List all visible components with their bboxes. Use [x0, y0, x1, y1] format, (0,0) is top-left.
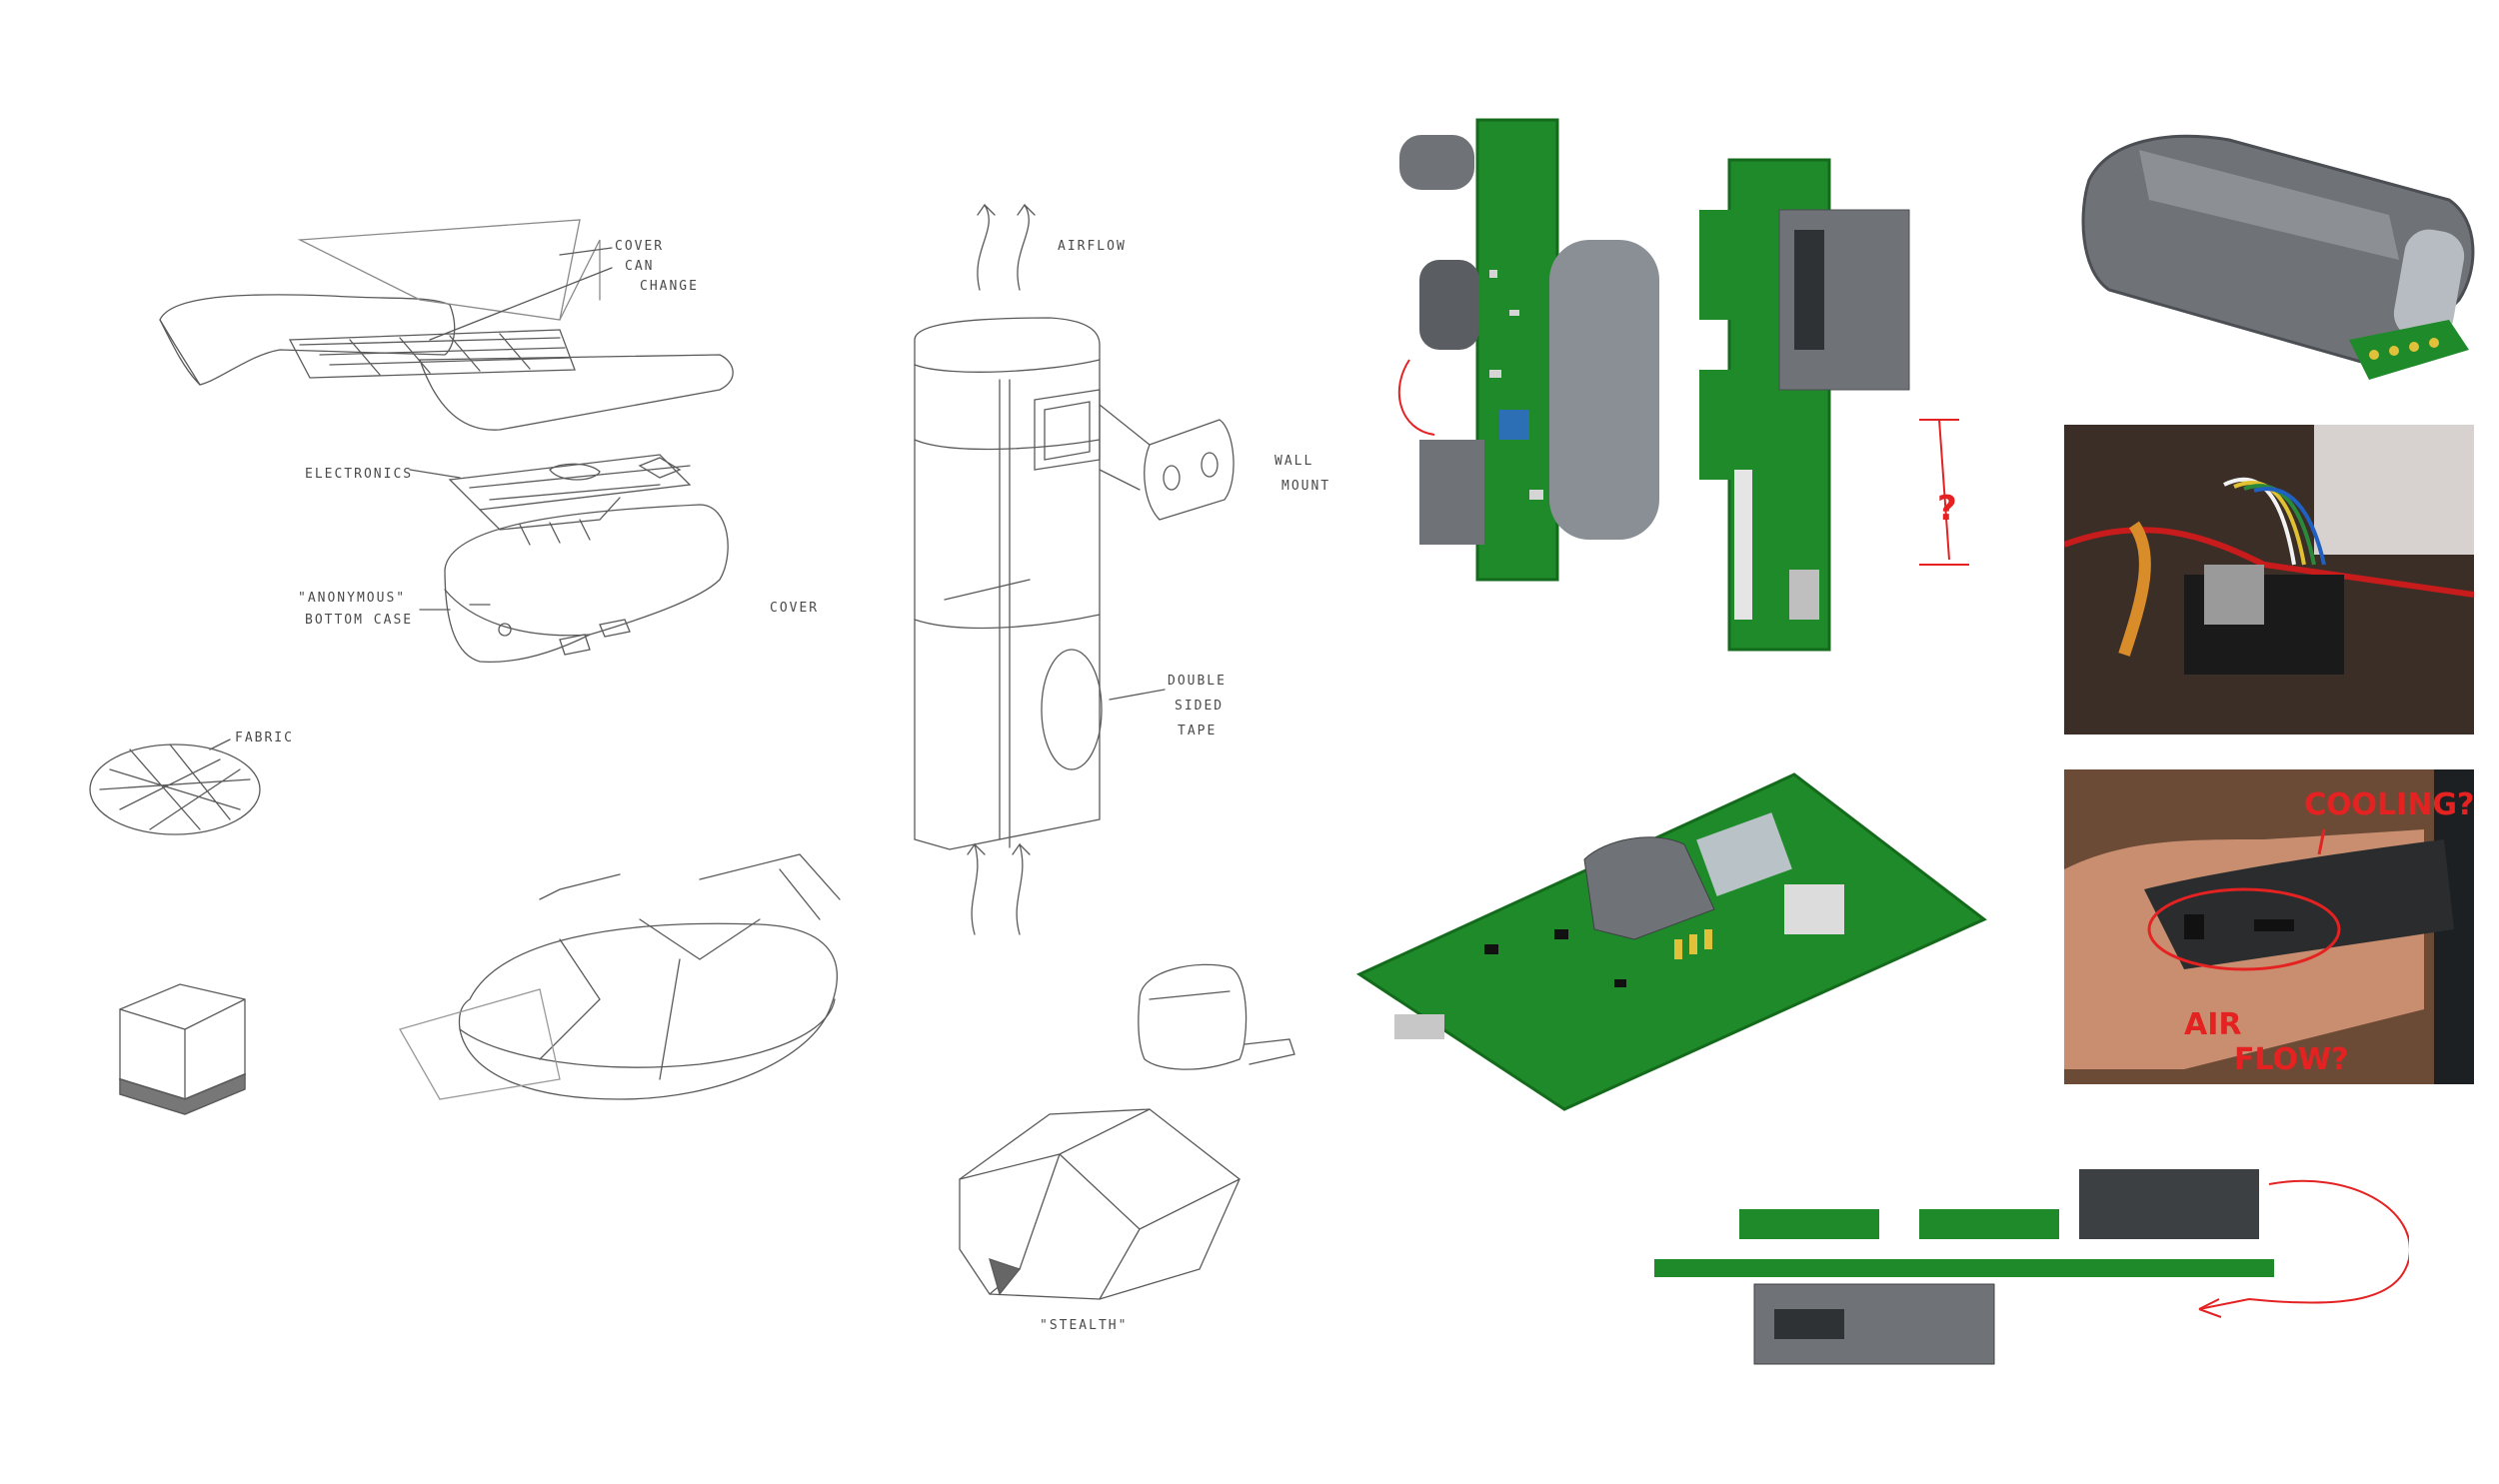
double-sided-tape-label: SIDED — [1175, 699, 1224, 714]
tower-cover-sketch — [914, 317, 1101, 850]
anonymous-label: "ANONYMOUS" — [298, 591, 406, 606]
pcb-render-vertical-side: ? — [1699, 158, 1969, 652]
small-device-sketch — [1138, 963, 1248, 1070]
bottom-case-sketch — [444, 504, 729, 664]
cover-can-change-label: CHANGE — [640, 279, 699, 294]
prototype-device — [2144, 839, 2454, 969]
airflow-label: AIRFLOW — [1058, 239, 1127, 254]
hand-holding-prototype-photo: COOLING? AIR FLOW? — [2064, 769, 2474, 1084]
pcb-board — [1475, 118, 1559, 582]
cover-can-change-label: COVER — [615, 239, 664, 254]
pcb-board — [1355, 772, 1987, 1111]
stealth-sketch — [959, 1108, 1241, 1300]
double-sided-tape-label: TAPE — [1178, 724, 1217, 739]
fan-module — [2079, 1169, 2259, 1239]
airflow-annotation: FLOW? — [2234, 1042, 2349, 1077]
pebble-sketch — [458, 922, 838, 1100]
question-mark-annotation: ? — [1937, 489, 1957, 529]
fabric-pad-sketch — [89, 743, 261, 835]
pencil-sketch-sheet: COVER CAN CHANGE ELECTRONICS "ANONYMOUS"… — [89, 203, 1330, 1333]
fabric-label: FABRIC — [235, 731, 294, 745]
airflow-annotation: AIR — [2184, 1007, 2241, 1042]
wiring-photo — [2064, 425, 2474, 735]
electronics-board-sketch — [448, 454, 692, 511]
double-sided-tape-label: DOUBLE — [1168, 674, 1227, 689]
pcb-render-vertical-front — [1397, 118, 1659, 582]
anonymous-label: BOTTOM CASE — [305, 613, 413, 628]
wall-mount-sketch — [1144, 419, 1235, 521]
cover-label: COVER — [770, 601, 819, 616]
sensor-cap — [1399, 135, 1474, 190]
enclosure-render — [2081, 134, 2475, 380]
cooling-annotation: COOLING? — [2304, 787, 2474, 822]
pcb-render-isometric — [1355, 772, 1987, 1111]
pcb-render-side-profile — [1654, 1169, 2409, 1365]
top-plate-sketch — [419, 354, 734, 431]
wall-mount-label: MOUNT — [1281, 479, 1330, 494]
electronics-label: ELECTRONICS — [305, 467, 413, 482]
wall-mount-label: WALL — [1274, 454, 1313, 469]
sensor-module — [1583, 836, 1715, 940]
cover-can-change-label: CAN — [625, 259, 654, 274]
pcb-board — [1654, 1259, 2274, 1277]
stealth-label: "STEALTH" — [1040, 1318, 1128, 1333]
mesh-layer-sketch — [288, 329, 576, 379]
battery-cylinder — [1549, 240, 1659, 540]
